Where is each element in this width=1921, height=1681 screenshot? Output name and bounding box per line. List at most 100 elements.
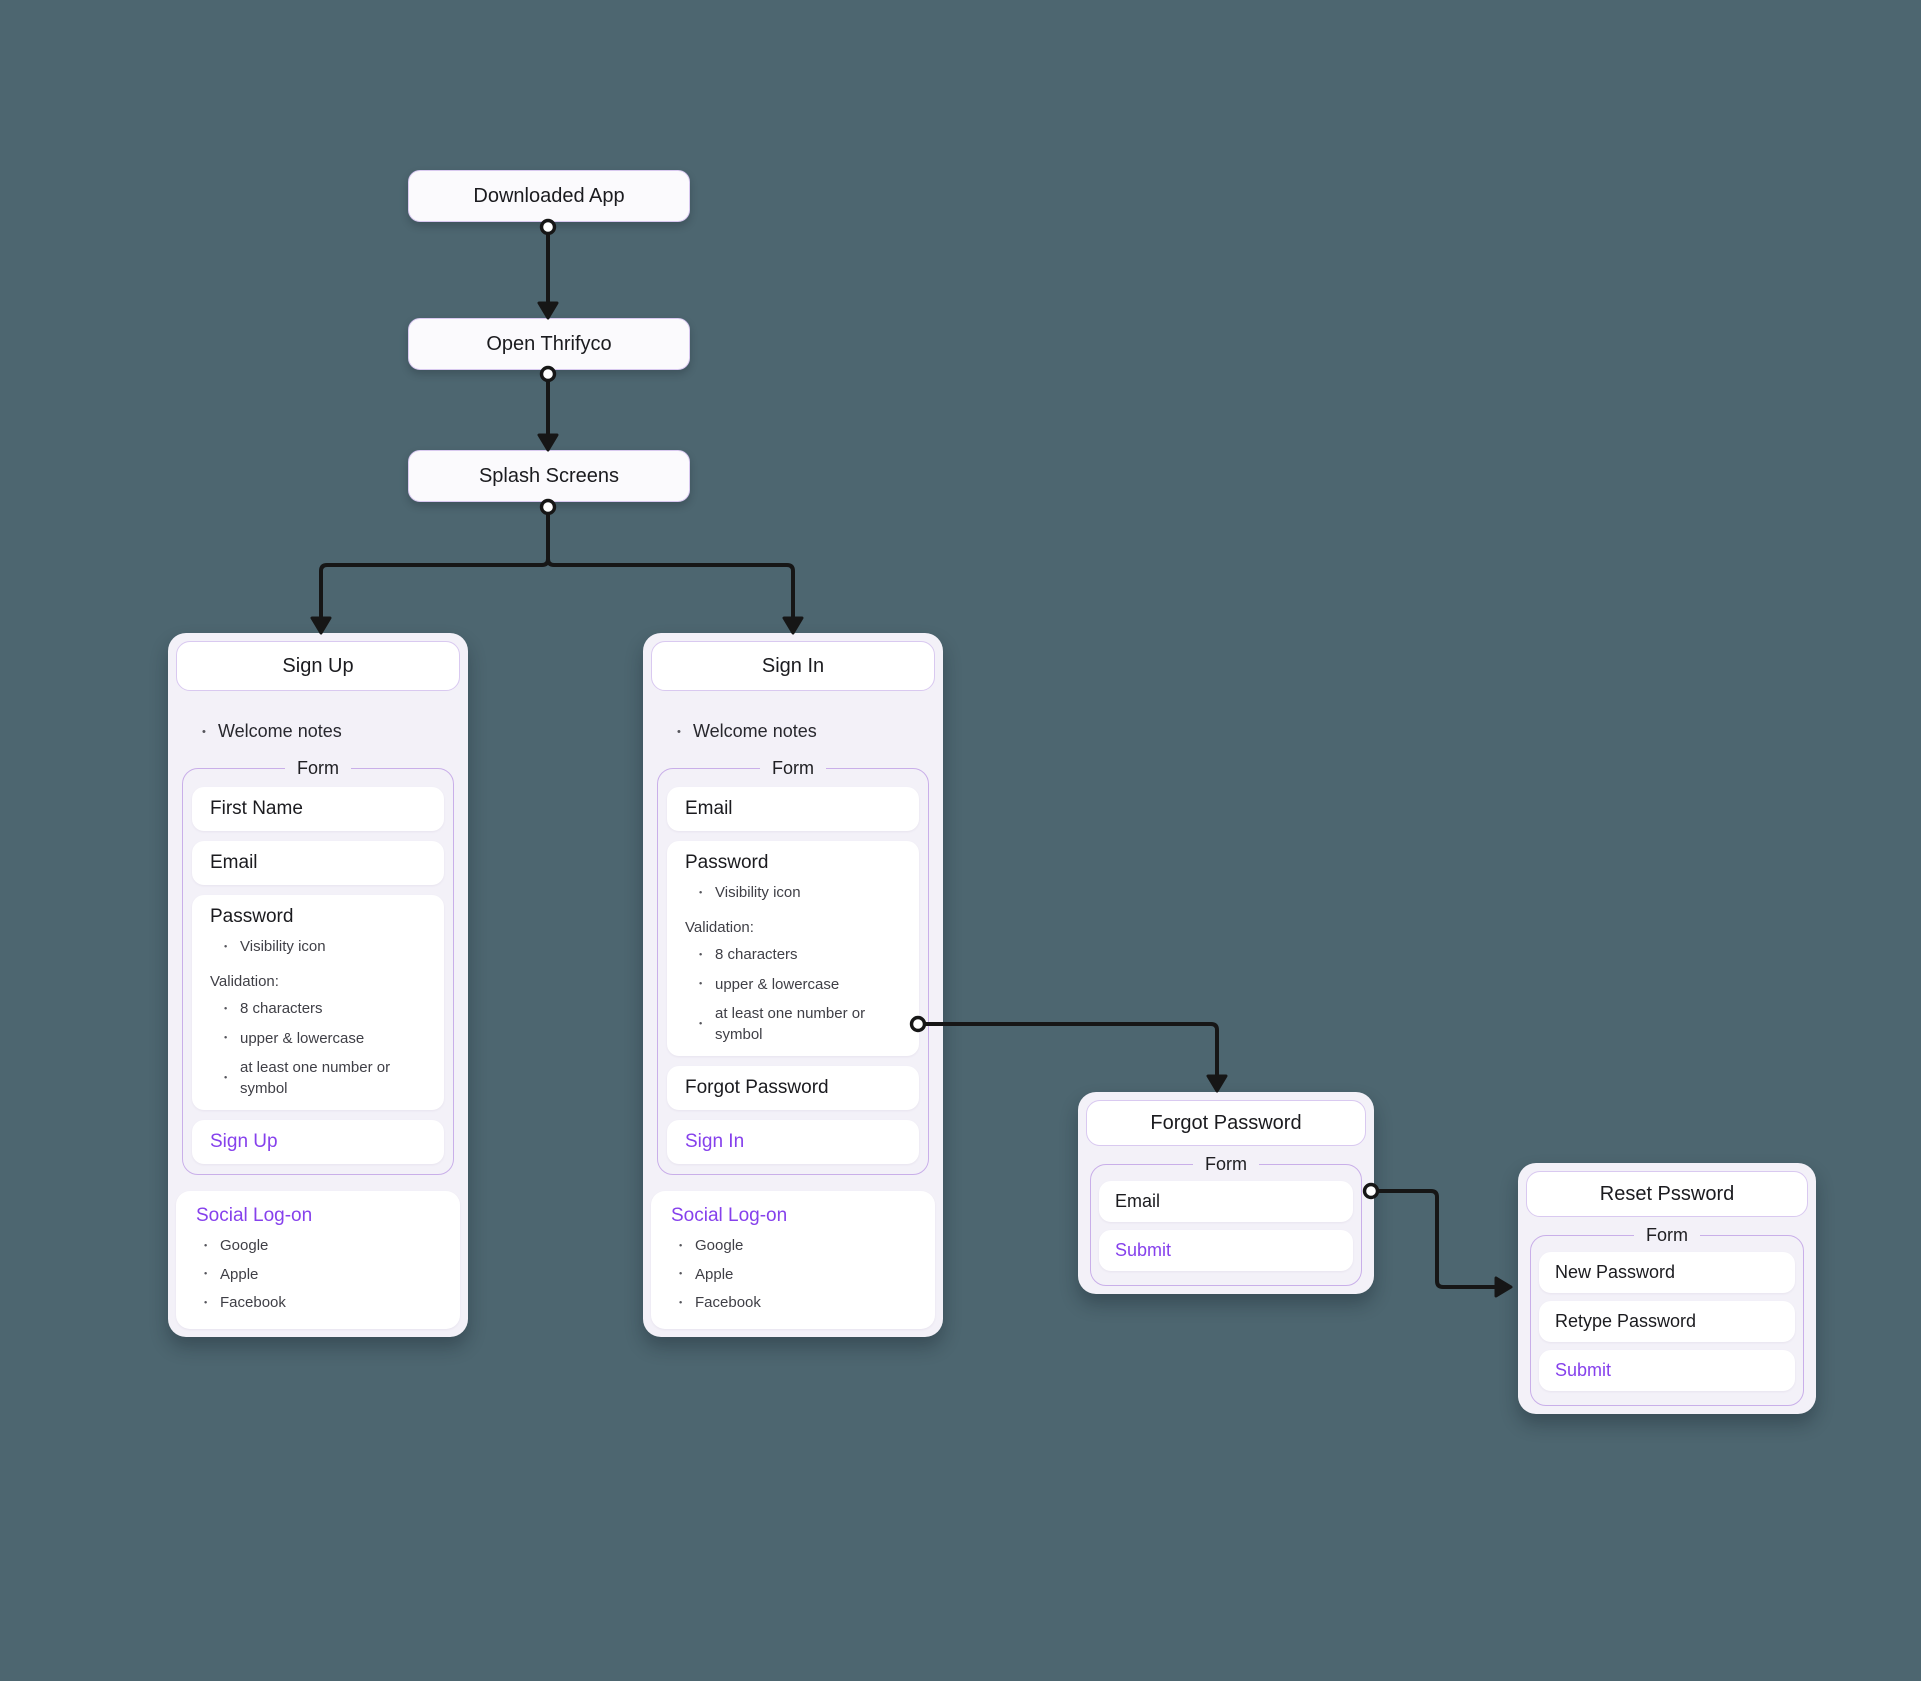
social-login-box[interactable]: Social Log-on Google Apple Facebook [176, 1191, 460, 1330]
provider-text: Apple [220, 1265, 259, 1283]
node-splash-screens[interactable]: Splash Screens [408, 450, 690, 502]
validation-rule: upper & lowercase [224, 1028, 426, 1049]
forgot-password-header[interactable]: Forgot Password [1086, 1100, 1366, 1146]
sign-up-header[interactable]: Sign Up [176, 641, 460, 691]
sign-in-submit-button[interactable]: Sign In [667, 1120, 919, 1165]
social-login-title: Social Log-on [671, 1205, 788, 1227]
forgot-password-form: Form Email Submit [1090, 1154, 1362, 1286]
sign-in-submit-label: Sign In [685, 1131, 745, 1153]
connector-start-dot [539, 218, 557, 236]
social-login-title: Social Log-on [196, 1205, 313, 1227]
panel-sign-in[interactable]: Sign In Welcome notes Form Email Passwor… [643, 633, 943, 1338]
validation-rule: upper & lowercase [699, 974, 901, 995]
connector-open-to-splash [537, 365, 559, 452]
rule-text: upper & lowercase [240, 1029, 365, 1047]
new-password-field[interactable]: New Password [1539, 1252, 1795, 1293]
node-label: Open Thrifyco [486, 332, 612, 355]
retype-password-field[interactable]: Retype Password [1539, 1301, 1795, 1342]
social-login-box[interactable]: Social Log-on Google Apple Facebook [651, 1191, 935, 1330]
welcome-note: Welcome notes [677, 721, 943, 742]
sign-in-title: Sign In [761, 654, 825, 677]
validation-rule: at least one number or symbol [224, 1057, 426, 1100]
node-open-thrifyco[interactable]: Open Thrifyco [408, 318, 690, 370]
welcome-note-text: Welcome notes [218, 721, 342, 741]
social-provider-google: Google [204, 1235, 440, 1256]
new-password-label: New Password [1555, 1262, 1676, 1282]
social-provider-facebook: Facebook [204, 1292, 440, 1313]
provider-text: Google [220, 1237, 269, 1255]
visibility-note-text: Visibility icon [240, 938, 326, 955]
node-downloaded-app[interactable]: Downloaded App [408, 170, 690, 222]
sign-in-header[interactable]: Sign In [651, 641, 935, 691]
rule-text: at least one number or symbol [715, 1004, 866, 1044]
arrow-head [537, 433, 559, 452]
form-legend: Form [772, 758, 814, 778]
form-legend: Form [1646, 1225, 1688, 1245]
email-field[interactable]: Email [667, 787, 919, 831]
provider-text: Apple [695, 1265, 734, 1283]
arrow-head [1494, 1276, 1513, 1298]
validation-label: Validation: [210, 973, 279, 991]
welcome-note-text: Welcome notes [693, 721, 817, 741]
forgot-password-label: Forgot Password [685, 1077, 829, 1099]
connector-forgot-link [909, 1015, 1228, 1093]
sign-up-submit-label: Sign Up [210, 1131, 278, 1153]
connector-forgot-to-reset [1362, 1182, 1513, 1298]
visibility-note-text: Visibility icon [715, 884, 801, 901]
email-field[interactable]: Email [192, 841, 444, 885]
arrow-head [310, 616, 332, 635]
validation-label: Validation: [685, 919, 754, 937]
form-legend: Form [1205, 1154, 1247, 1174]
forgot-submit-button[interactable]: Submit [1099, 1230, 1353, 1271]
connector-splash-branch [310, 498, 804, 635]
rule-text: upper & lowercase [715, 975, 840, 993]
form-legend: Form [297, 758, 339, 778]
reset-password-header[interactable]: Reset Pssword [1526, 1171, 1808, 1217]
social-provider-google: Google [679, 1235, 915, 1256]
arrow-head [1206, 1074, 1228, 1093]
validation-rule: 8 characters [699, 944, 901, 965]
forgot-password-link[interactable]: Forgot Password [667, 1066, 919, 1111]
password-field[interactable]: Password Visibility icon Validation: 8 c… [667, 841, 919, 1057]
sign-up-title: Sign Up [282, 654, 354, 677]
email-label: Email [210, 852, 258, 873]
rule-text: 8 characters [240, 1000, 323, 1018]
email-label: Email [685, 798, 733, 819]
password-label: Password [210, 906, 294, 927]
visibility-icon-note: Visibility icon [224, 936, 426, 957]
panel-sign-up[interactable]: Sign Up Welcome notes Form First Name Em… [168, 633, 468, 1338]
email-label: Email [1115, 1191, 1161, 1211]
node-label: Splash Screens [478, 464, 620, 487]
rule-text: at least one number or symbol [240, 1058, 391, 1098]
reset-password-form: Form New Password Retype Password Submit [1530, 1225, 1804, 1406]
email-field[interactable]: Email [1099, 1181, 1353, 1222]
social-provider-facebook: Facebook [679, 1292, 915, 1313]
social-provider-apple: Apple [204, 1264, 440, 1285]
reset-submit-button[interactable]: Submit [1539, 1350, 1795, 1391]
validation-rule: 8 characters [224, 998, 426, 1019]
forgot-submit-label: Submit [1115, 1240, 1172, 1260]
password-field[interactable]: Password Visibility icon Validation: 8 c… [192, 895, 444, 1111]
reset-password-title: Reset Pssword [1599, 1182, 1735, 1205]
retype-password-label: Retype Password [1555, 1311, 1697, 1331]
panel-forgot-password[interactable]: Forgot Password Form Email Submit [1078, 1092, 1374, 1294]
reset-submit-label: Submit [1555, 1360, 1612, 1380]
connector-downloaded-to-open [537, 218, 559, 320]
password-label: Password [685, 852, 769, 873]
connector-start-dot [539, 498, 557, 516]
node-label: Downloaded App [473, 184, 625, 207]
sign-up-form: Form First Name Email Password Visibilit… [182, 758, 454, 1176]
sign-up-submit-button[interactable]: Sign Up [192, 1120, 444, 1165]
validation-rule: at least one number or symbol [699, 1003, 901, 1046]
panel-reset-password[interactable]: Reset Pssword Form New Password Retype P… [1518, 1163, 1816, 1414]
arrow-head [782, 616, 804, 635]
social-provider-apple: Apple [679, 1264, 915, 1285]
first-name-label: First Name [210, 798, 303, 819]
provider-text: Google [695, 1237, 744, 1255]
forgot-password-title: Forgot Password [1150, 1111, 1302, 1134]
rule-text: 8 characters [715, 946, 798, 964]
arrow-head [537, 301, 559, 320]
provider-text: Facebook [220, 1294, 286, 1312]
first-name-field[interactable]: First Name [192, 787, 444, 831]
